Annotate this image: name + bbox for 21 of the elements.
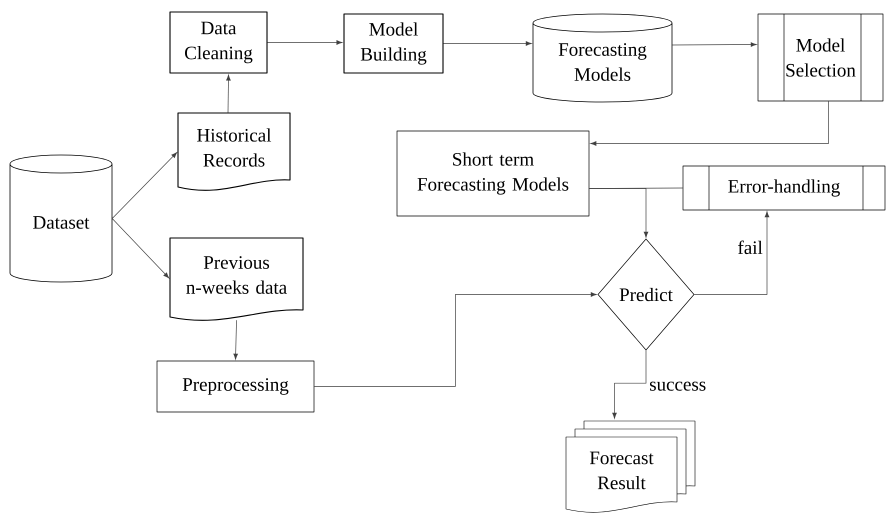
database-cylinder: Forecasting Models	[532, 14, 672, 102]
arrow	[672, 42, 757, 47]
arrow	[443, 41, 532, 46]
arrow	[694, 211, 770, 295]
predefined-process-box: Error-handling	[682, 166, 886, 210]
arrow	[314, 292, 597, 387]
process-box: Model Building	[343, 13, 444, 74]
arrow	[112, 218, 170, 278]
process-box: Data Cleaning	[169, 11, 268, 74]
edge-label: fail	[736, 240, 764, 256]
edge-label: success	[648, 380, 708, 392]
process-box: Preprocessing	[156, 360, 314, 412]
predefined-process-box: Model Selection	[758, 14, 884, 102]
process-box: Short term Forecasting Models	[396, 130, 590, 216]
arrow	[267, 40, 342, 45]
arrow	[233, 320, 238, 360]
database-cylinder: Dataset	[10, 154, 112, 282]
arrow	[590, 100, 829, 146]
arrow	[112, 152, 178, 219]
arrow	[226, 74, 231, 114]
arrow	[612, 350, 646, 419]
